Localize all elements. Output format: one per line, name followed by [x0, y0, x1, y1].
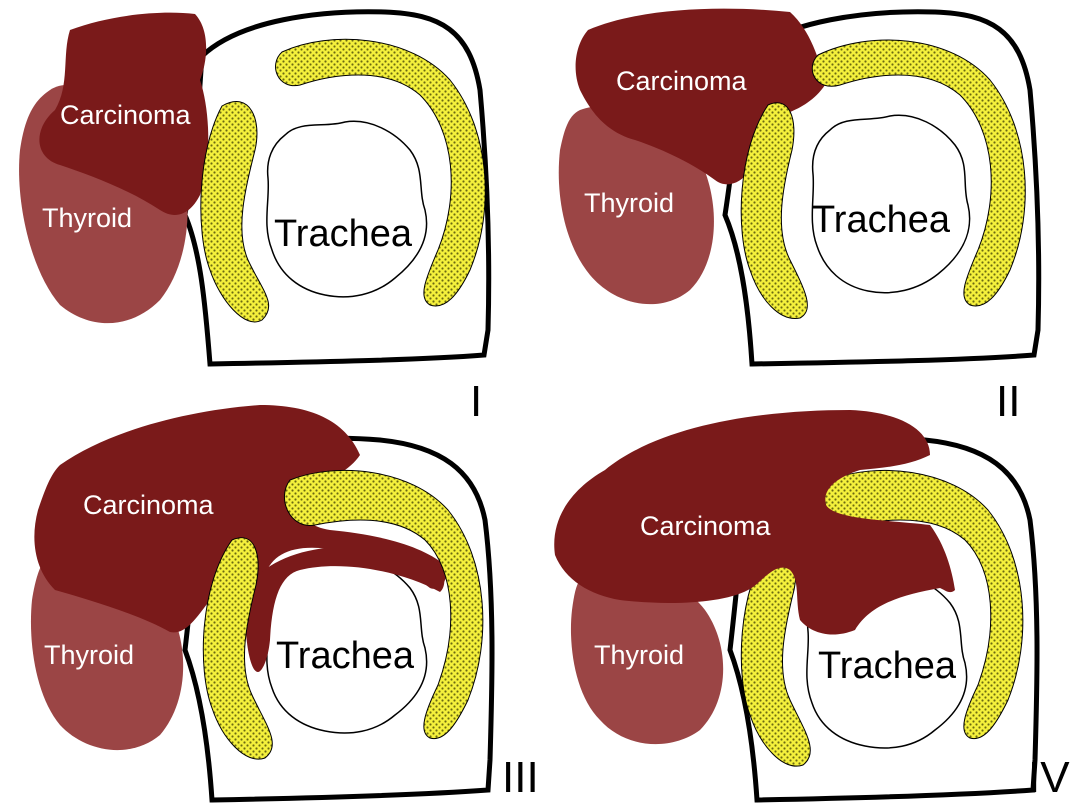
carcinoma-label-1: Carcinoma: [60, 100, 192, 130]
thyroid-label-4: Thyroid: [594, 640, 684, 670]
carcinoma-label-3: Carcinoma: [83, 490, 215, 520]
carcinoma-label-2: Carcinoma: [616, 66, 748, 96]
panel-stage-2: [559, 9, 1039, 364]
trachea-label-1: Trachea: [274, 213, 413, 255]
trachea-label-2: Trachea: [812, 199, 951, 241]
thyroid-label-2: Thyroid: [584, 188, 674, 218]
stage-label-2: II: [996, 377, 1020, 426]
trachea-label-4: Trachea: [818, 645, 957, 687]
thyroid-label-3: Thyroid: [44, 640, 134, 670]
stage-label-3: III: [502, 753, 539, 802]
thyroid-label-1: Thyroid: [42, 203, 132, 233]
panel-stage-1: [19, 12, 489, 364]
tracheal-lumen: [267, 121, 427, 297]
stage-label-4: IV: [1028, 753, 1070, 802]
stage-label-1: I: [470, 377, 482, 426]
carcinoma-label-4: Carcinoma: [640, 511, 772, 541]
panel-stage-3: [31, 405, 492, 800]
trachea-label-3: Trachea: [276, 635, 415, 677]
panel-stage-4: [554, 410, 1037, 800]
